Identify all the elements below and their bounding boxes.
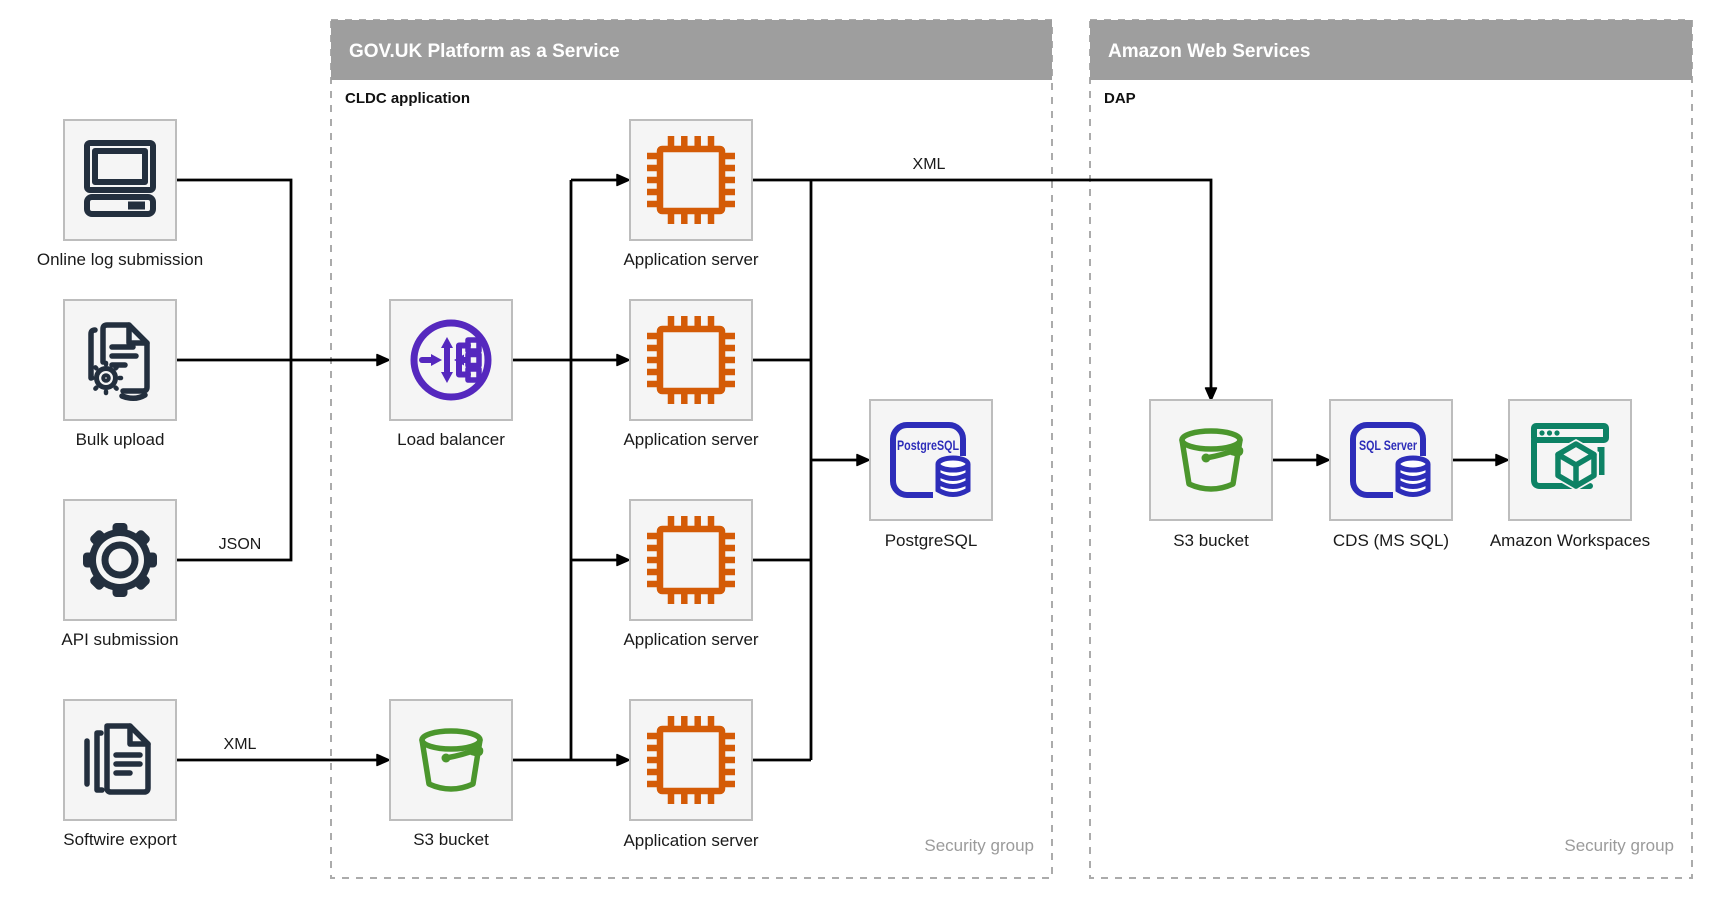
edge-onlinelog-api-merge: [176, 178, 293, 562]
app-server-2-label: Application server: [623, 430, 758, 449]
gear-icon: [83, 523, 157, 597]
s3-bucket-govuk-box: [389, 699, 513, 821]
postgresql-label: PostgreSQL: [885, 531, 978, 550]
node-postgresql: PostgreSQL PostgreSQL: [869, 399, 993, 550]
workspaces-icon: [1531, 423, 1609, 491]
sql-server-icon: SQL Server: [1350, 422, 1435, 500]
govuk-subtitle: CLDC application: [345, 90, 470, 107]
app-server-3-label: Application server: [623, 630, 758, 649]
load-balancer-icon: [410, 319, 492, 401]
aws-header-bar: [1090, 20, 1692, 80]
node-load-balancer: Load balancer: [389, 299, 513, 449]
load-balancer-box: [389, 299, 513, 421]
aws-subtitle: DAP: [1104, 90, 1136, 107]
documents-stack-icon: [84, 723, 151, 795]
cds-label: CDS (MS SQL): [1333, 531, 1449, 550]
node-online-log-submission: Online log submission: [37, 119, 203, 269]
node-s3-bucket-aws: S3 bucket: [1149, 399, 1273, 550]
govuk-header-bar: [331, 20, 1052, 80]
app-server-4-label: Application server: [623, 831, 758, 850]
postgresql-icon-text: PostgreSQL: [897, 437, 959, 453]
edge-label-json: JSON: [219, 536, 262, 553]
online-log-label: Online log submission: [37, 250, 203, 269]
aws-container: Amazon Web Services DAP Security group: [1089, 19, 1693, 879]
s3-bucket-aws-label: S3 bucket: [1173, 531, 1249, 550]
document-gear-icon: [88, 322, 150, 401]
govuk-security-group-label: Security group: [924, 836, 1034, 855]
connectors: JSON XML XML: [176, 156, 1510, 767]
softwire-export-label: Softwire export: [63, 830, 177, 849]
govuk-paas-container: GOV.UK Platform as a Service CLDC applic…: [330, 19, 1053, 879]
govuk-title: GOV.UK Platform as a Service: [349, 41, 620, 62]
bulk-upload-box: [63, 299, 177, 421]
node-softwire-export: Softwire export: [63, 699, 177, 849]
node-bulk-upload: Bulk upload: [63, 299, 177, 449]
edge-label-xml-softwire: XML: [224, 736, 257, 753]
node-cds-mssql: SQL Server CDS (MS SQL): [1329, 399, 1453, 550]
load-balancer-label: Load balancer: [397, 430, 505, 449]
computer-icon: [84, 140, 156, 217]
node-app-server-1: Application server: [623, 119, 759, 269]
node-s3-bucket-govuk: S3 bucket: [389, 699, 513, 849]
govuk-dashed-border: [330, 19, 1053, 879]
workspaces-label: Amazon Workspaces: [1490, 531, 1650, 550]
aws-title: Amazon Web Services: [1108, 41, 1310, 62]
node-app-server-4: Application server: [623, 699, 759, 850]
api-submission-label: API submission: [61, 630, 178, 649]
s3-bucket-aws-box: [1149, 399, 1273, 521]
bulk-upload-label: Bulk upload: [76, 430, 165, 449]
edge-appserver-to-aws-s3: [752, 178, 1218, 402]
edge-label-xml-app: XML: [913, 156, 946, 173]
aws-security-group-label: Security group: [1564, 836, 1674, 855]
s3-bucket-govuk-label: S3 bucket: [413, 830, 489, 849]
postgresql-icon: PostgreSQL: [890, 422, 975, 500]
node-amazon-workspaces: Amazon Workspaces: [1490, 399, 1650, 550]
node-app-server-3: Application server: [623, 499, 759, 649]
app-server-1-label: Application server: [623, 250, 758, 269]
softwire-export-box: [63, 699, 177, 821]
sql-server-icon-text: SQL Server: [1359, 437, 1417, 453]
node-api-submission: API submission: [61, 499, 179, 649]
node-app-server-2: Application server: [623, 299, 759, 449]
